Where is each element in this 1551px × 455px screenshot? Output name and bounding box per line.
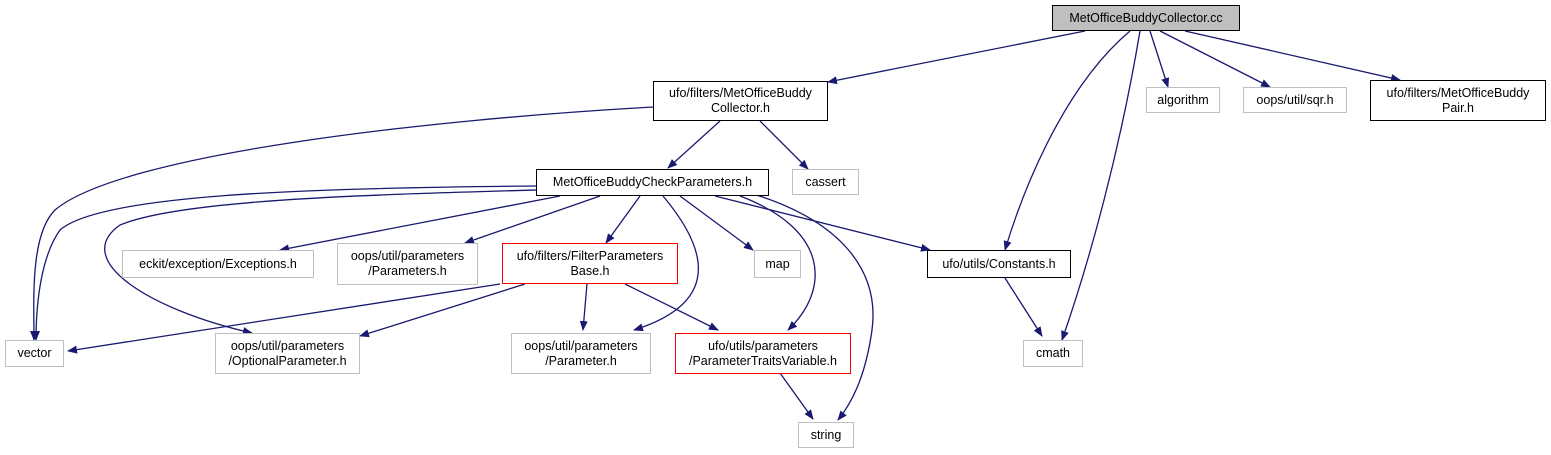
node-vector[interactable]: vector (5, 340, 64, 367)
node-filter-parameters-base-h[interactable]: ufo/filters/FilterParameters Base.h (502, 243, 678, 284)
edge-filterbase-traits (624, 283, 719, 331)
node-oops-util-sqr-h[interactable]: oops/util/sqr.h (1243, 87, 1347, 113)
edge-traits-string (779, 372, 814, 420)
node-label: oops/util/sqr.h (1256, 92, 1334, 107)
node-label: ufo/filters/MetOfficeBuddy Collector.h (669, 86, 812, 115)
node-label: ufo/filters/FilterParameters Base.h (516, 248, 664, 278)
node-label: oops/util/parameters /Parameters.h (350, 249, 465, 278)
edge-checkparams-filterbase (605, 195, 641, 244)
node-label: ufo/utils/parameters /ParameterTraitsVar… (689, 338, 837, 368)
node-label: ufo/filters/MetOfficeBuddy Pair.h (1386, 85, 1530, 115)
node-label: map (765, 256, 790, 271)
edge-constants-cmath (1004, 277, 1043, 337)
node-metoffice-buddy-pair-h[interactable]: ufo/filters/MetOfficeBuddy Pair.h (1370, 80, 1546, 121)
edge-filterbase-parameter (579, 283, 588, 331)
node-ufo-parameter-traits-variable-h[interactable]: ufo/utils/parameters /ParameterTraitsVar… (675, 333, 851, 374)
edge-checkparams-traits (739, 195, 816, 331)
node-oops-parameters-h[interactable]: oops/util/parameters /Parameters.h (337, 243, 478, 285)
node-eckit-exceptions-h[interactable]: eckit/exception/Exceptions.h (122, 250, 314, 278)
edge-root-pair (1184, 30, 1401, 82)
node-metoffice-buddy-check-parameters-h[interactable]: MetOfficeBuddyCheckParameters.h (536, 169, 769, 196)
node-metoffice-buddy-collector-cc[interactable]: MetOfficeBuddyCollector.cc (1052, 5, 1240, 31)
node-label: string (810, 427, 842, 442)
edge-checkparams-constants (714, 195, 931, 252)
edge-root-cmath (1061, 30, 1141, 341)
node-label: MetOfficeBuddyCheckParameters.h (552, 175, 753, 189)
edge-checkparams-parameters (464, 195, 601, 244)
edge-checkparams-vector (32, 185, 537, 341)
node-string[interactable]: string (798, 422, 854, 448)
node-oops-parameter-h[interactable]: oops/util/parameters /Parameter.h (511, 333, 651, 374)
edge-checkparams-map (679, 195, 754, 251)
edge-root-collector (827, 30, 1086, 85)
edge-root-constants (1003, 30, 1131, 251)
edge-collector-cassert (759, 120, 809, 170)
edge-root-algorithm (1149, 30, 1170, 88)
edge-filterbase-vector (67, 283, 501, 354)
edge-checkparams-exceptions (279, 195, 561, 253)
edge-filterbase-optional (359, 283, 526, 338)
node-label: oops/util/parameters /Parameter.h (524, 338, 638, 368)
node-cassert[interactable]: cassert (792, 169, 859, 195)
edge-checkparams-parameter (633, 195, 700, 332)
node-label: algorithm (1157, 92, 1209, 107)
node-label: ufo/utils/Constants.h (942, 256, 1056, 271)
node-label: cassert (805, 174, 846, 189)
node-metoffice-buddy-collector-h[interactable]: ufo/filters/MetOfficeBuddy Collector.h (653, 81, 828, 121)
node-ufo-utils-constants-h[interactable]: ufo/utils/Constants.h (927, 250, 1071, 278)
node-label: vector (17, 346, 52, 360)
edge-root-sqr (1159, 30, 1271, 88)
node-cmath[interactable]: cmath (1023, 340, 1083, 367)
edge-collector-vector (29, 106, 655, 341)
node-algorithm[interactable]: algorithm (1146, 87, 1220, 113)
node-label: MetOfficeBuddyCollector.cc (1069, 10, 1223, 25)
node-map[interactable]: map (754, 250, 801, 278)
edge-checkparams-string (749, 192, 874, 421)
node-label: cmath (1035, 346, 1071, 360)
node-oops-optional-parameter-h[interactable]: oops/util/parameters /OptionalParameter.… (215, 333, 360, 374)
edge-checkparams-optional (104, 189, 537, 335)
node-label: eckit/exception/Exceptions.h (139, 256, 297, 271)
node-label: oops/util/parameters /OptionalParameter.… (228, 338, 347, 368)
edge-collector-checkparams (667, 120, 721, 169)
